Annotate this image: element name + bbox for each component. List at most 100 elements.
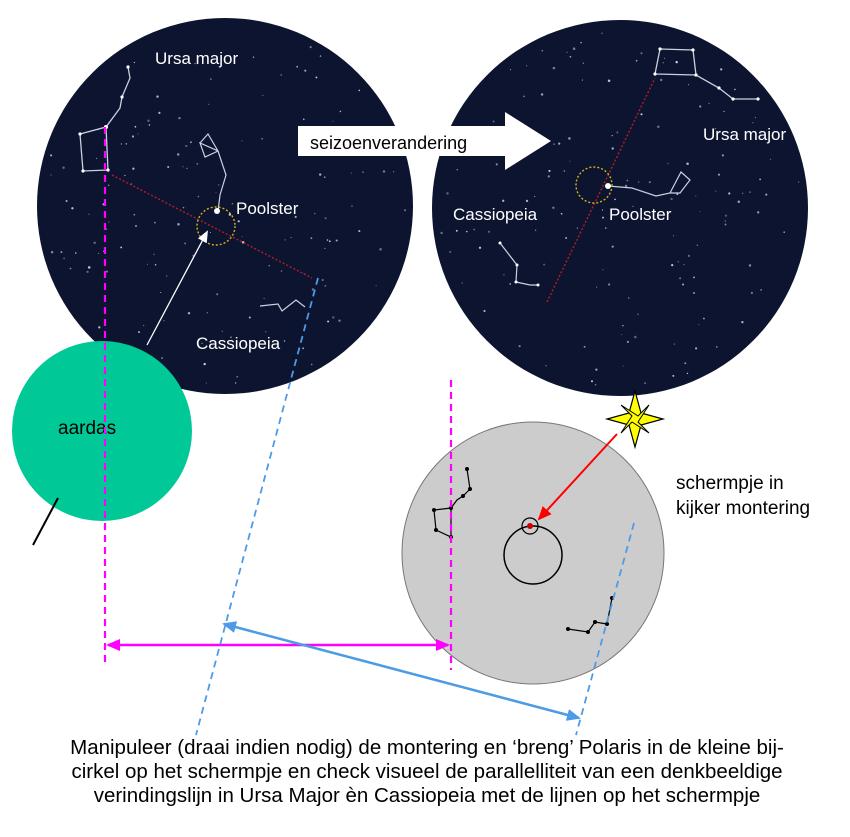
background-star [640, 52, 643, 55]
background-star [523, 95, 525, 97]
background-star [158, 111, 161, 114]
background-star [237, 220, 240, 223]
background-star [682, 283, 685, 286]
background-star [724, 214, 727, 217]
background-star [440, 231, 443, 235]
background-star [595, 368, 598, 371]
background-star [616, 131, 619, 134]
background-star [137, 133, 139, 135]
background-star [88, 213, 90, 215]
ursa-minor-constellation-right [607, 171, 691, 197]
background-star [502, 215, 505, 218]
background-star [65, 200, 68, 202]
background-star [580, 41, 582, 44]
screen-label-line1: schermpje in [676, 473, 784, 494]
background-star [154, 264, 157, 266]
background-star [263, 297, 265, 299]
background-star [178, 116, 181, 120]
background-star [749, 191, 751, 193]
background-star [147, 119, 150, 122]
background-star [698, 324, 700, 326]
background-star [184, 242, 187, 245]
background-star [695, 195, 697, 197]
background-star [205, 382, 207, 384]
background-star [696, 244, 698, 246]
background-star [231, 202, 234, 205]
background-star [108, 221, 110, 223]
background-star [160, 291, 162, 293]
background-star [754, 117, 756, 119]
background-star [622, 324, 624, 327]
background-star [688, 84, 690, 86]
background-star [541, 50, 543, 52]
background-star [339, 110, 342, 113]
background-star [294, 215, 297, 218]
background-star [644, 382, 646, 384]
background-star [626, 179, 629, 182]
background-star [640, 113, 643, 116]
background-star [684, 362, 687, 365]
instruction-caption: Manipuleer (draai indien nodig) de monte… [22, 736, 832, 808]
cassiopeia-label-right: Cassiopeia [453, 205, 538, 224]
background-star [693, 276, 695, 279]
background-star [310, 237, 313, 240]
earth-axis-arrow [146, 230, 208, 346]
caption-line-1: Manipuleer (draai indien nodig) de monte… [70, 736, 784, 759]
background-star [268, 265, 271, 267]
background-star [692, 291, 696, 295]
background-star [185, 144, 188, 148]
background-star [626, 340, 629, 343]
background-star [676, 193, 679, 196]
background-star [572, 47, 576, 50]
background-star [321, 278, 324, 282]
background-star [677, 261, 680, 263]
blue-reference-line-left [195, 277, 319, 736]
screen-label-line2: kijker montering [676, 498, 810, 519]
background-star [797, 181, 800, 183]
background-star [201, 342, 203, 344]
background-star [148, 124, 151, 126]
background-star [672, 235, 675, 237]
background-star [261, 137, 263, 140]
background-star [607, 79, 611, 83]
background-star [86, 270, 89, 274]
caption-line-3: verindingslijn in Ursa Major èn Cassiope… [93, 784, 761, 807]
background-star [715, 346, 718, 348]
background-star [154, 221, 156, 224]
background-star [133, 61, 136, 64]
background-star [720, 68, 723, 71]
background-star [120, 246, 123, 249]
background-star [324, 247, 326, 250]
background-star [302, 118, 305, 121]
background-star [558, 142, 561, 145]
background-star [566, 51, 568, 53]
background-star [534, 229, 537, 231]
background-star [358, 230, 361, 233]
background-star [392, 171, 395, 173]
background-star [624, 184, 628, 188]
background-star [332, 316, 335, 319]
background-star [742, 192, 744, 194]
background-star [206, 311, 209, 314]
background-star [98, 252, 100, 254]
background-star [565, 237, 568, 239]
background-star [611, 245, 614, 248]
background-star [248, 316, 251, 319]
background-star [216, 293, 219, 296]
background-star [252, 56, 255, 58]
background-star [75, 252, 77, 254]
background-star [280, 73, 283, 76]
background-star [675, 60, 678, 64]
background-star [765, 193, 768, 196]
ursa-major-label-right: Ursa major [703, 125, 786, 144]
background-star [134, 224, 138, 228]
background-star [324, 217, 327, 220]
background-star [724, 223, 727, 226]
background-star [728, 192, 731, 195]
left-background-stars [50, 45, 406, 384]
background-star [637, 313, 639, 315]
polaris-star-left [214, 208, 220, 214]
cassiopeia-label-left: Cassiopeia [196, 334, 281, 353]
polaris-star-right [605, 183, 611, 189]
background-star [602, 269, 604, 271]
